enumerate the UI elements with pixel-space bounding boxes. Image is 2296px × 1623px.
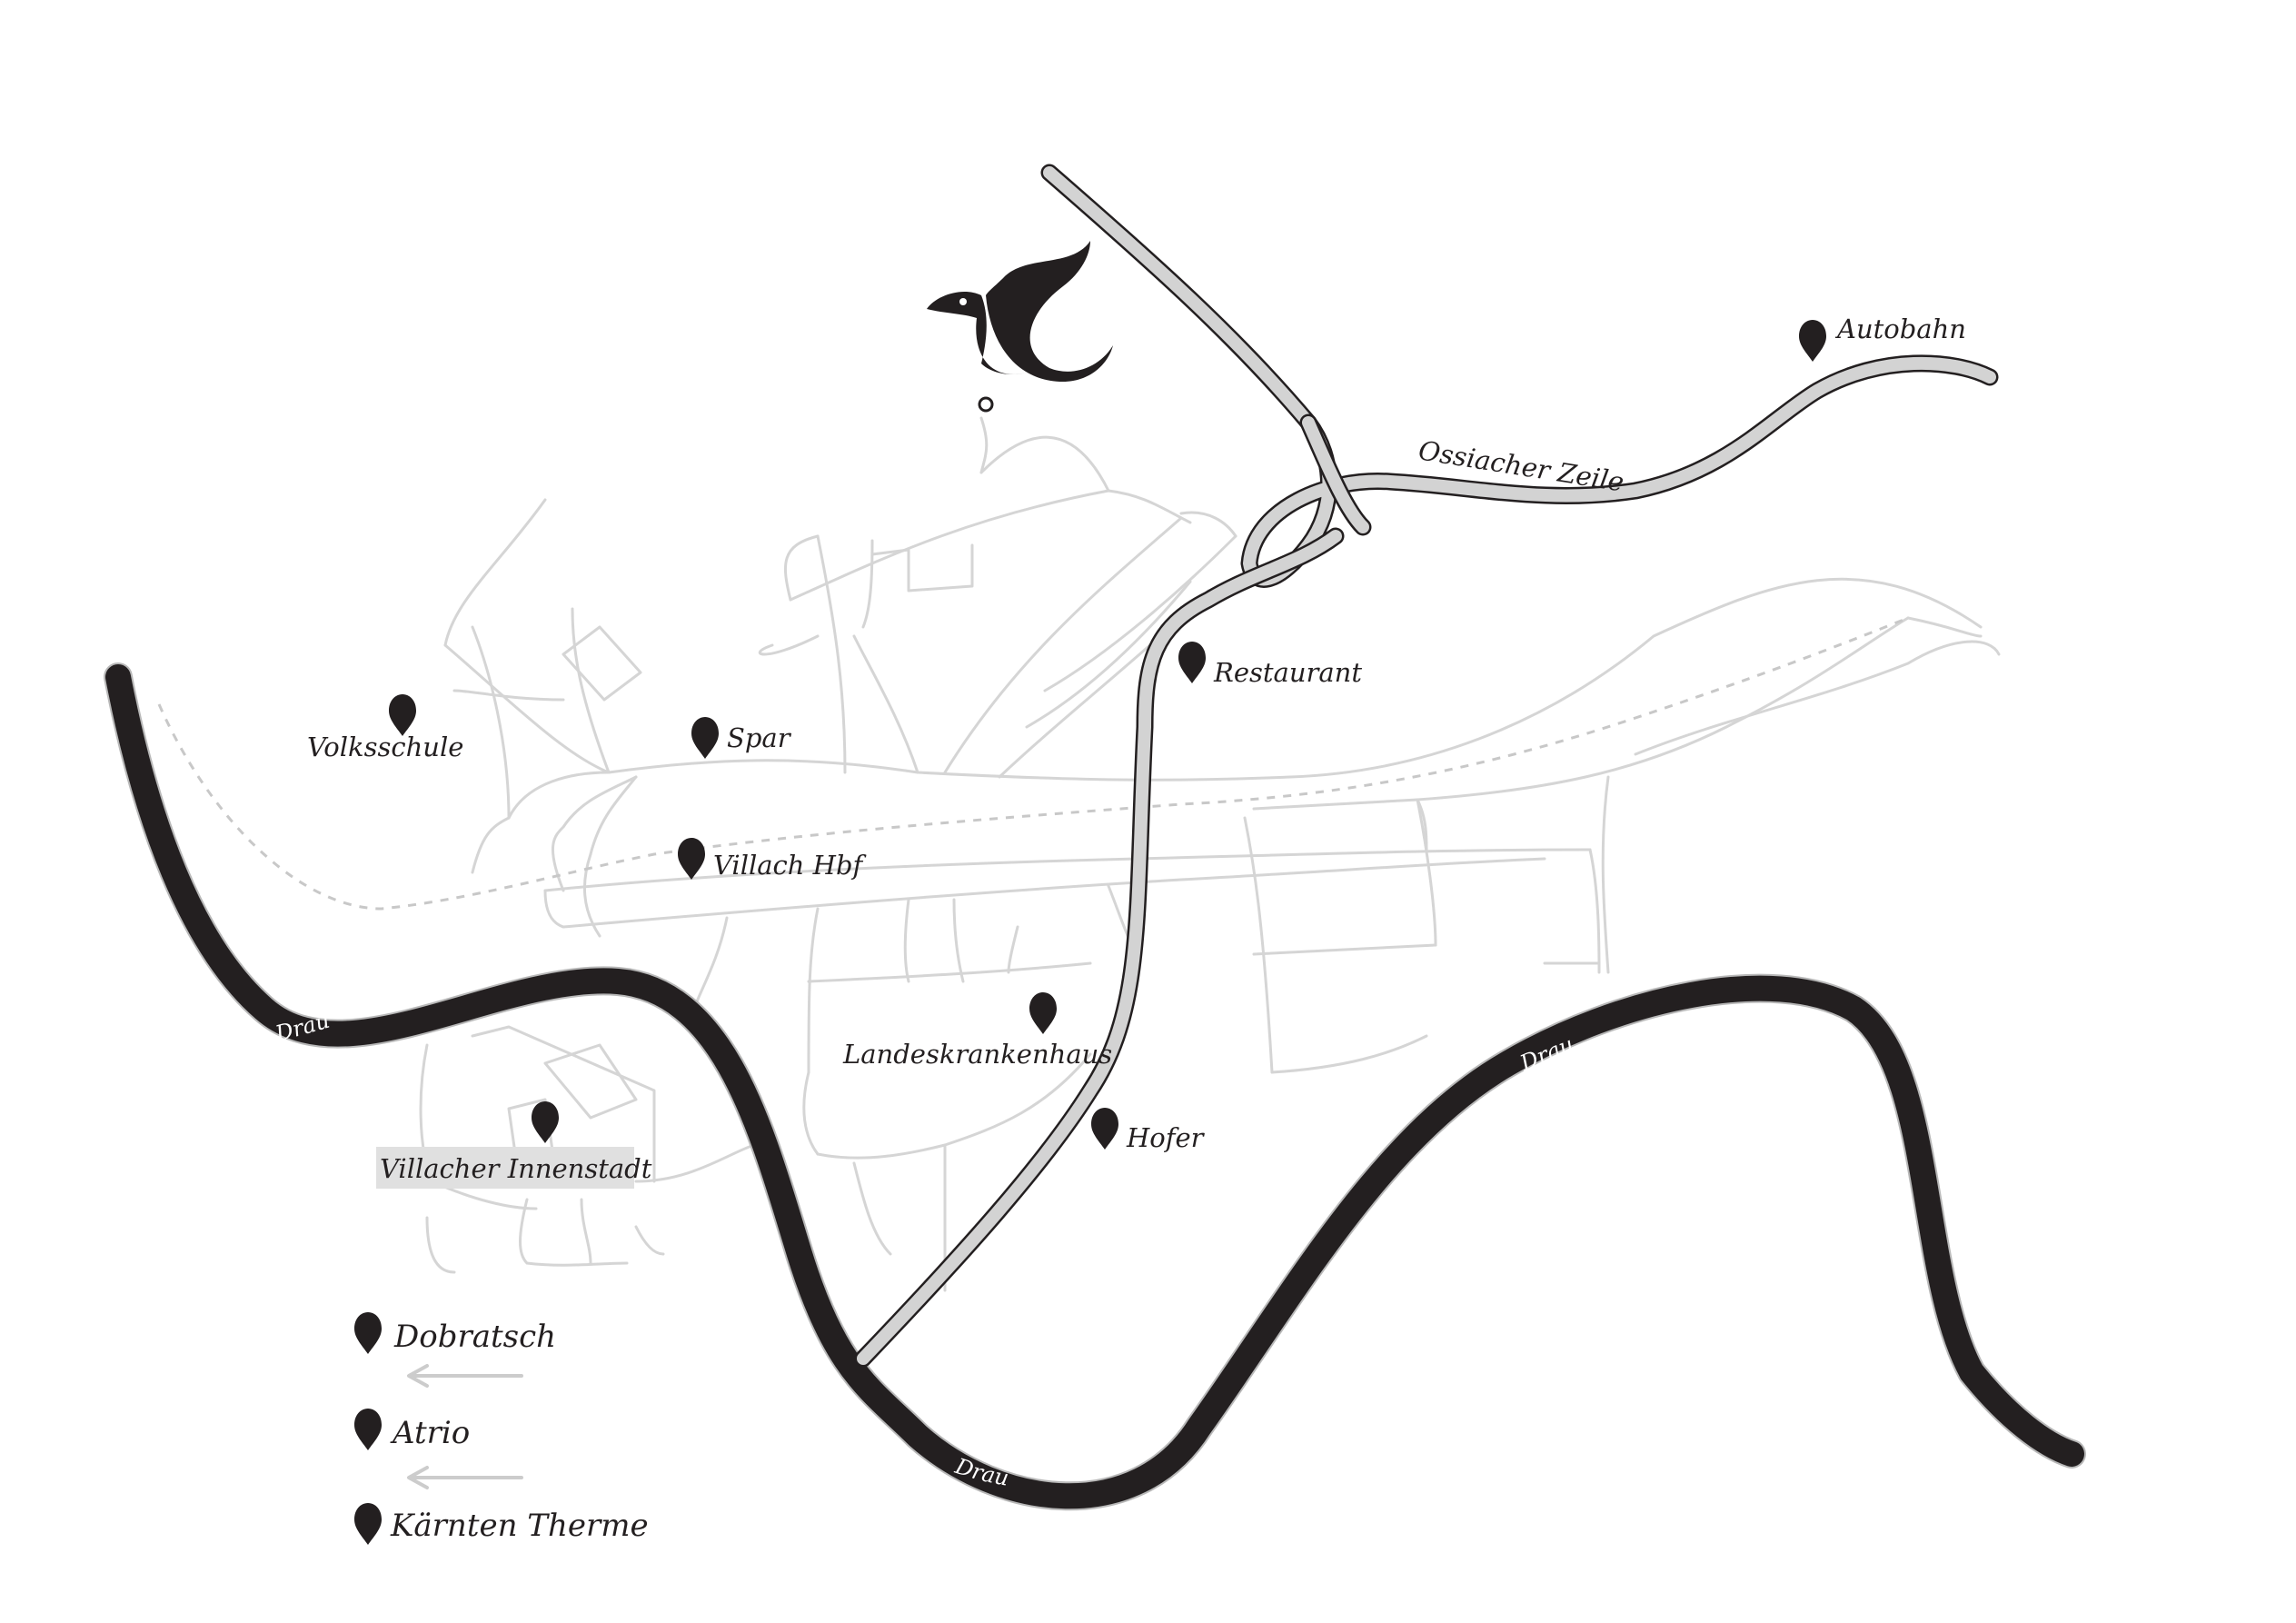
poi-innenstadt[interactable]: Villacher Innenstadt [376, 1101, 652, 1189]
innenstadt-highlight [376, 1147, 634, 1189]
legend-label-dobratsch: Dobratsch [393, 1319, 556, 1355]
map-pin-icon [1029, 992, 1057, 1034]
poi-autobahn[interactable]: Autobahn [1799, 314, 1966, 362]
legend-label-atrio: Atrio [390, 1415, 470, 1451]
poi-restaurant[interactable]: Restaurant [1178, 642, 1362, 688]
poi-label-villach-hbf: Villach Hbf [713, 850, 868, 881]
map-pin-icon [354, 1409, 382, 1450]
river-drau: Drau Drau Drau [104, 662, 2086, 1511]
arrow-left-icon [407, 1466, 523, 1489]
bird-logo-icon [927, 241, 1113, 413]
poi-label-hofer: Hofer [1126, 1122, 1206, 1153]
poi-volksschule[interactable]: Volksschule [307, 694, 463, 762]
poi-landeskrankenhaus[interactable]: Landeskrankenhaus [842, 992, 1112, 1070]
map-pin-icon [532, 1101, 559, 1143]
main-roads: Ossiacher Zeile [854, 164, 1999, 1368]
street-network [419, 416, 2001, 1292]
arrow-left-icon [407, 1364, 523, 1388]
legend-label-therme: Kärnten Therme [390, 1508, 649, 1544]
map-pin-icon [1091, 1108, 1118, 1150]
legend: Dobratsch Atrio Kärnten Therme [354, 1312, 649, 1545]
poi-villach-hbf[interactable]: Villach Hbf [678, 838, 868, 881]
poi-label-innenstadt: Villacher Innenstadt [380, 1153, 652, 1184]
poi-label-volksschule: Volksschule [307, 732, 463, 762]
legend-item-atrio[interactable]: Atrio [354, 1409, 470, 1451]
map-pin-icon [678, 838, 705, 880]
poi-hofer[interactable]: Hofer [1091, 1108, 1206, 1153]
poi-label-autobahn: Autobahn [1834, 314, 1966, 344]
map-pin-icon [354, 1503, 382, 1545]
map-pin-icon [1178, 642, 1206, 683]
poi-label-spar: Spar [727, 722, 792, 753]
poi-spar[interactable]: Spar [691, 717, 792, 759]
poi-label-landeskrankenhaus: Landeskrankenhaus [842, 1039, 1112, 1070]
map-pin-icon [354, 1312, 382, 1354]
legend-item-therme[interactable]: Kärnten Therme [354, 1503, 649, 1545]
map-pin-icon [1799, 320, 1826, 362]
map-pin-icon [389, 694, 416, 736]
river-label-center: Drau [951, 1453, 1010, 1491]
poi-label-restaurant: Restaurant [1213, 657, 1362, 688]
legend-item-dobratsch[interactable]: Dobratsch [354, 1312, 556, 1355]
map-pin-icon [691, 717, 719, 759]
railway [157, 616, 1909, 911]
pois: Autobahn Restaurant Volksschule Spar Vil… [307, 314, 1966, 1189]
